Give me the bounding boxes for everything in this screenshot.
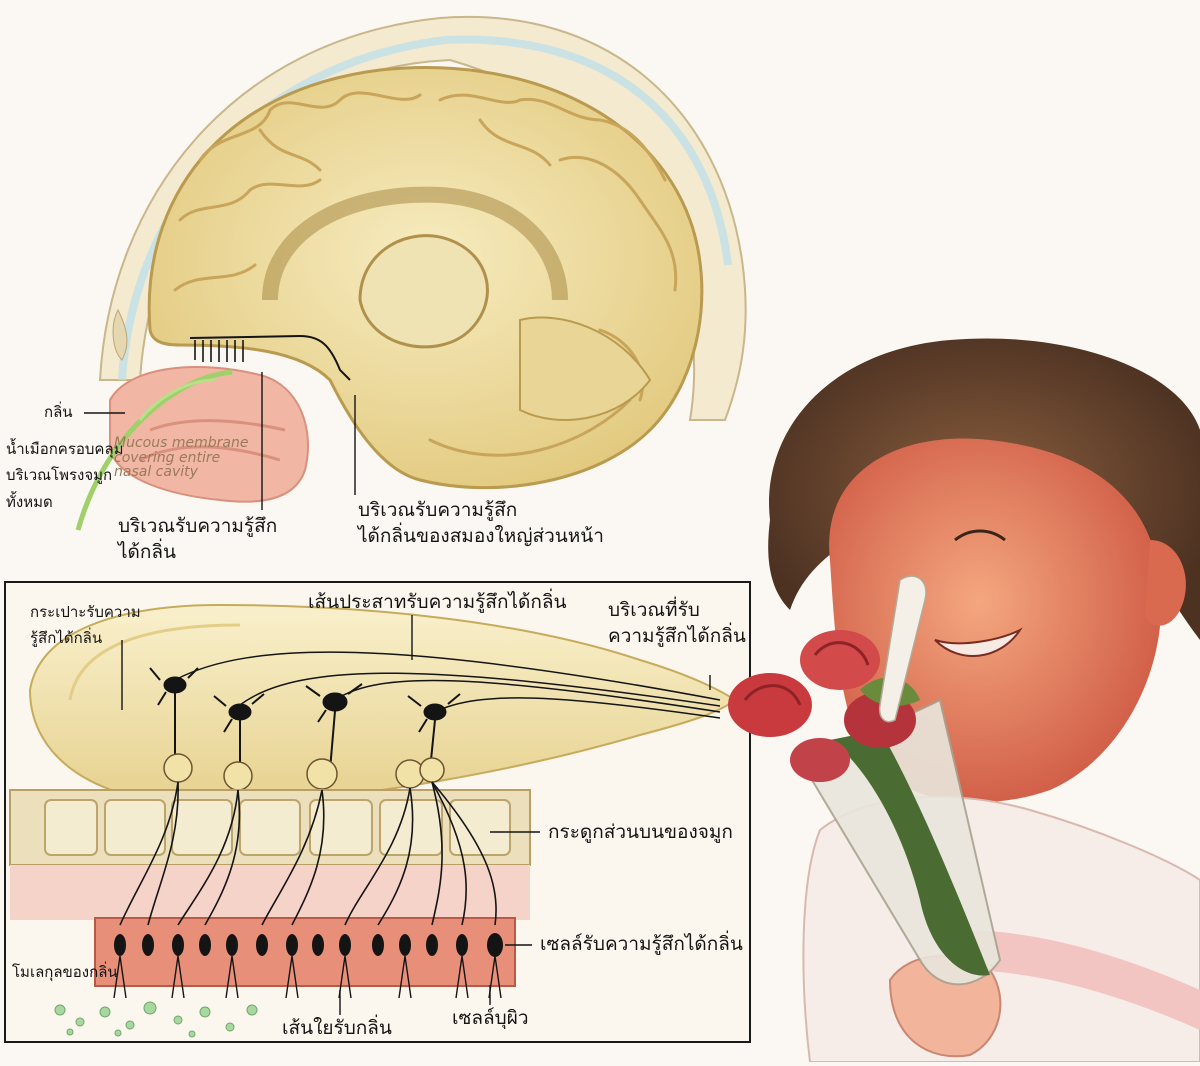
neuron-icon xyxy=(149,667,199,760)
fiber-green-branch xyxy=(138,378,216,421)
receptor-cell-icon xyxy=(399,934,411,956)
fiber-green xyxy=(75,369,233,531)
rose-bouquet-illustration xyxy=(728,575,1002,986)
bulb-highlight xyxy=(68,623,241,701)
nasal-turbinate xyxy=(139,445,281,462)
receptor-cell-icon xyxy=(199,934,211,956)
child-eye xyxy=(954,529,1006,542)
child-smile xyxy=(934,627,1023,657)
detail-panel xyxy=(4,581,751,1043)
odor-molecules xyxy=(54,1001,258,1038)
label-epithelial-cells: เซลล์บุผิว xyxy=(452,1007,529,1029)
neuron-icon xyxy=(213,693,265,770)
olfactory-filaments xyxy=(194,340,244,362)
epithelium-layer xyxy=(94,917,516,987)
label-olfactory-nerve: เส้นประสาทรับความรู้สึกได้กลิ่น xyxy=(308,591,567,613)
label-olfactory-area: บริเวณรับความรู้สึก ได้กลิ่น xyxy=(118,515,278,563)
neuron-icon xyxy=(407,693,461,771)
dress-pink-trim xyxy=(960,930,1200,1030)
receptor-cell-icon xyxy=(114,934,126,956)
receptor-cell-icon xyxy=(286,934,298,956)
bouquet-leaves xyxy=(830,730,990,976)
label-olfactory-bulb: กระเปาะรับความ รู้สึกได้กลิ่น xyxy=(30,603,141,647)
cerebellum-region xyxy=(519,316,652,421)
receptor-cell-icon xyxy=(256,934,268,956)
olfactory-nerve-lines xyxy=(174,651,721,719)
receptor-cells xyxy=(114,933,503,957)
cilia xyxy=(113,955,502,999)
bone-blocks xyxy=(44,799,511,856)
receptor-cell-icon xyxy=(372,934,384,956)
wrap-strip xyxy=(878,575,927,723)
olfactory-tract xyxy=(189,334,351,381)
brain-folds xyxy=(173,91,678,457)
corpus-callosum xyxy=(262,186,568,301)
receptor-fibers xyxy=(119,781,497,926)
label-smell: กลิ่น xyxy=(44,403,73,421)
label-cerebrum-area: บริเวณรับความรู้สึก ได้กลิ่นของสมองใหญ่ส… xyxy=(358,499,604,547)
label-fibers: เส้นใยรับกลิ่น xyxy=(282,1017,392,1039)
receptor-cell-icon xyxy=(426,934,438,956)
forehead-notch xyxy=(112,308,128,361)
receptor-cell-icon xyxy=(226,934,238,956)
mitral-neurons xyxy=(149,667,461,771)
receptor-cell-icon xyxy=(172,934,184,956)
roses xyxy=(728,630,920,782)
thalamus xyxy=(358,234,489,349)
top-leader-lines xyxy=(84,372,356,510)
label-mucus: น้ำเมือกครอบคลุม บริเวณโพรงจมูก ทั้งหมด xyxy=(6,440,124,511)
receptor-cell-icon xyxy=(142,934,154,956)
receptor-cell-icon xyxy=(339,934,351,956)
head-cross-section xyxy=(75,15,747,531)
receptor-cell-icon xyxy=(487,933,503,957)
label-receptor-cells: เซลล์รับความรู้สึกได้กลิ่น xyxy=(540,933,743,955)
neuron-icon xyxy=(305,683,363,771)
label-nasal-bone: กระดูกส่วนบนของจมูก xyxy=(548,821,733,843)
receptor-cell-icon xyxy=(312,934,324,956)
child-ear xyxy=(1145,540,1186,626)
label-mucous-english: Mucous membrane covering entire nasal ca… xyxy=(114,435,249,481)
label-odor-molecules: โมเลกุลของกลิ่น xyxy=(12,963,118,981)
label-receiving-area: บริเวณที่รับ ความรู้สึกได้กลิ่น xyxy=(608,599,746,647)
detail-leader-lines xyxy=(121,615,711,1015)
receptor-cell-icon xyxy=(456,934,468,956)
nasal-turbinate-upper xyxy=(149,419,286,432)
